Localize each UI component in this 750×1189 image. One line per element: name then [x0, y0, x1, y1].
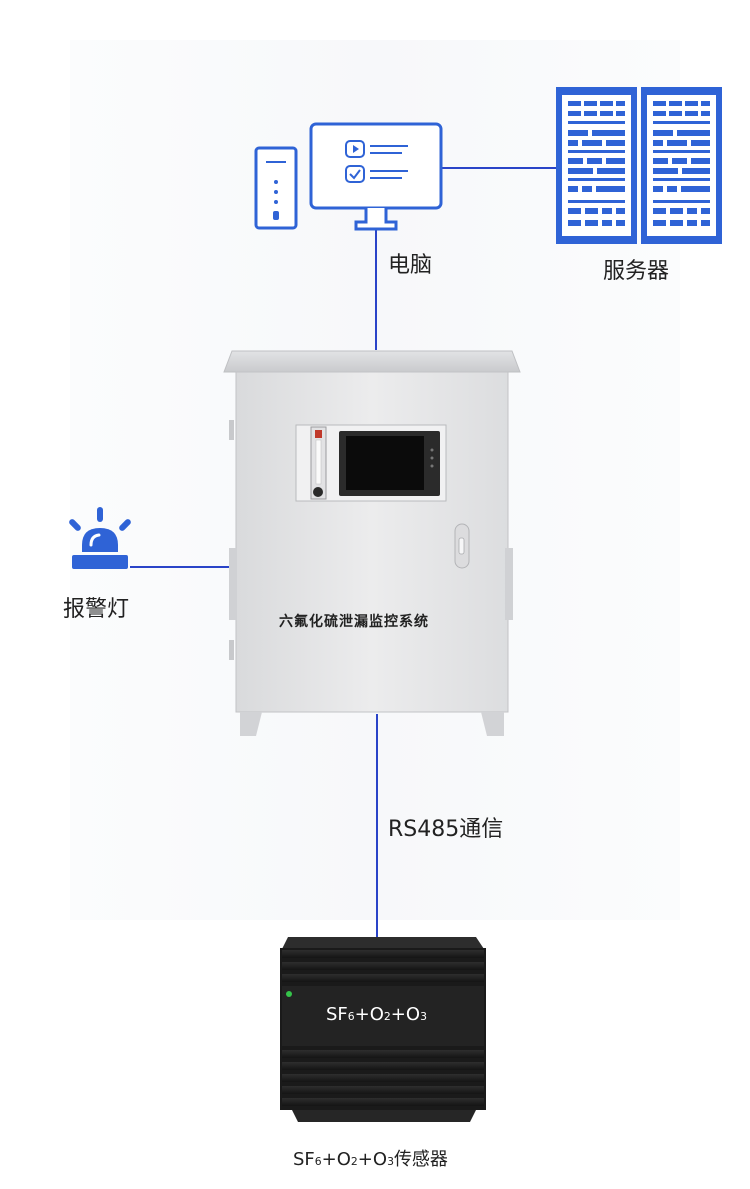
server-label: 服务器 — [603, 259, 670, 284]
sensor-panel-label: SF6+O2+O3 — [326, 1004, 427, 1025]
alarm-light-icon — [69, 507, 131, 569]
sensor-bottom-label: SF6+O2+O3传感器 — [293, 1149, 448, 1170]
server-rack-icon — [556, 87, 722, 244]
computer-label: 电脑 — [388, 253, 433, 278]
monitoring-cabinet — [223, 350, 521, 736]
sensor-box — [280, 937, 486, 1122]
rs485-label: RS485通信 — [388, 817, 504, 842]
cabinet-label: 六氟化硫泄漏监控系统 — [279, 614, 429, 630]
server-rack-left — [556, 87, 637, 244]
computer-tower-icon — [254, 146, 298, 230]
server-rack-right — [641, 87, 722, 244]
monitor-icon — [309, 122, 443, 231]
alarm-light-label: 报警灯 — [63, 597, 130, 622]
